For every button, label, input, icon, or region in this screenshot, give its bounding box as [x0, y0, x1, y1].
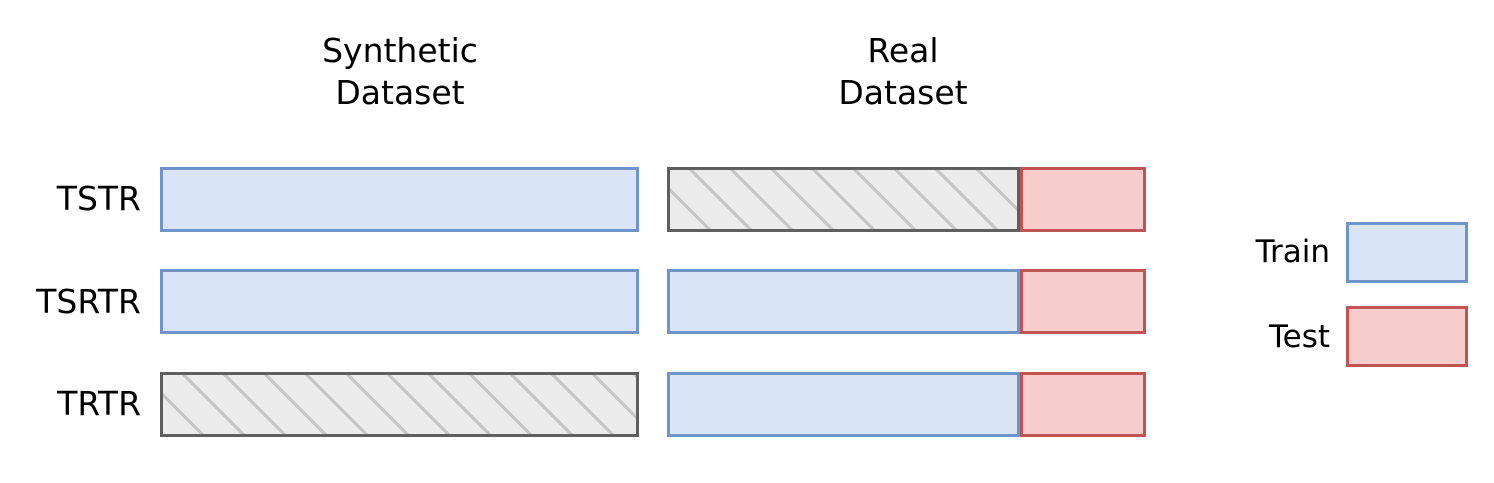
legend-swatch-train — [1346, 222, 1468, 283]
segment-unused — [160, 372, 639, 437]
column-header-real: Real Dataset — [838, 31, 968, 112]
bar-tsrtr-synthetic — [160, 269, 639, 334]
bar-trtr-synthetic — [160, 372, 639, 437]
segment-train — [667, 269, 1021, 334]
row-label-tsrtr: TSRTR — [36, 282, 141, 321]
segment-train — [160, 167, 639, 232]
segment-train — [667, 372, 1021, 437]
segment-train — [160, 269, 639, 334]
column-header-synthetic: Synthetic Dataset — [322, 31, 478, 112]
segment-unused — [667, 167, 1021, 232]
segment-test — [1020, 372, 1146, 437]
legend-swatch-test — [1346, 306, 1468, 367]
row-label-tstr: TSTR — [56, 179, 141, 218]
bar-trtr-real — [667, 372, 1146, 437]
bar-tstr-real — [667, 167, 1146, 232]
segment-test — [1020, 167, 1146, 232]
row-label-trtr: TRTR — [57, 384, 141, 423]
segment-test — [1020, 269, 1146, 334]
legend-label-train: Train — [1255, 234, 1330, 270]
bar-tsrtr-real — [667, 269, 1146, 334]
legend-label-test: Test — [1268, 319, 1330, 355]
bar-tstr-synthetic — [160, 167, 639, 232]
